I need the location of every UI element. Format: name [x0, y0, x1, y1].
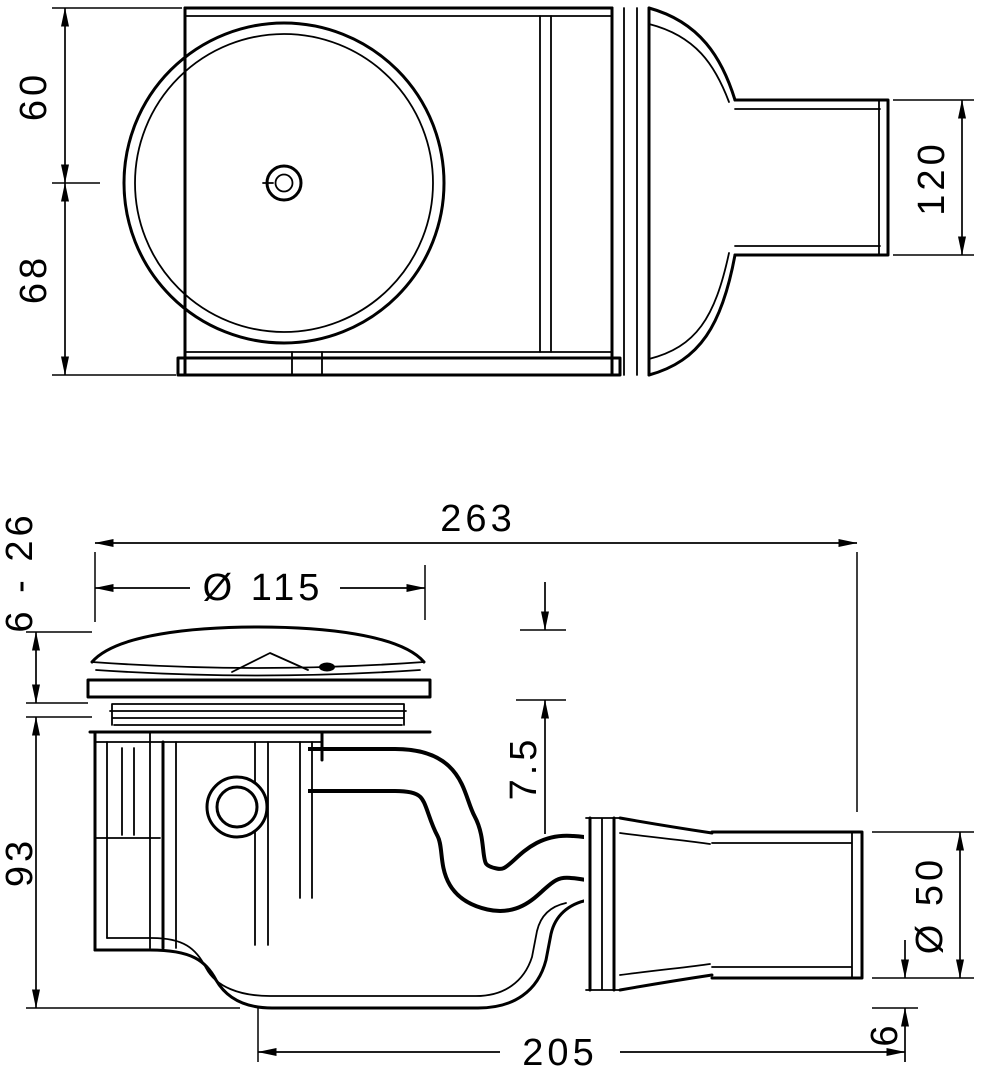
dim-side-6-26: 6 - 26 — [0, 511, 92, 704]
trap-body — [88, 730, 432, 952]
dim-side-50: Ø 50 — [872, 831, 974, 979]
dim-side-7-5: 7.5 — [503, 582, 566, 834]
dim-label-60: 60 — [13, 71, 55, 121]
dim-side-93: 93 — [0, 716, 240, 1009]
dim-top-120: 120 — [893, 99, 974, 256]
dim-side-205: 205 — [257, 1008, 906, 1074]
dim-label-263: 263 — [440, 498, 515, 540]
drain-cap — [86, 625, 432, 726]
top-view-outlet-pipe — [733, 98, 890, 257]
dim-label-6: 6 — [864, 1021, 906, 1046]
trap-tube — [308, 747, 613, 913]
side-view: 263 Ø 115 6 - 26 7.5 93 Ø 50 — [0, 498, 974, 1074]
dim-side-115: Ø 115 — [94, 565, 426, 620]
dim-label-205: 205 — [522, 1032, 597, 1074]
top-view: 60 68 120 — [13, 6, 974, 377]
dim-side-263: 263 — [94, 498, 858, 812]
top-view-drain-cover — [122, 21, 446, 345]
trap-shell — [93, 898, 590, 1010]
dim-label-120: 120 — [911, 140, 953, 215]
dim-label-68: 68 — [13, 254, 55, 304]
dim-side-6: 6 — [864, 940, 918, 1062]
dim-label-6-26: 6 - 26 — [0, 511, 41, 632]
dim-label-93: 93 — [0, 837, 41, 887]
outlet-assembly — [584, 816, 864, 992]
dim-top-68: 68 — [13, 182, 176, 376]
top-view-body — [176, 6, 737, 377]
dim-label-50: Ø 50 — [909, 856, 951, 954]
dim-label-115: Ø 115 — [203, 567, 324, 609]
dim-label-7-5: 7.5 — [503, 736, 545, 801]
dim-top-60: 60 — [13, 7, 182, 184]
